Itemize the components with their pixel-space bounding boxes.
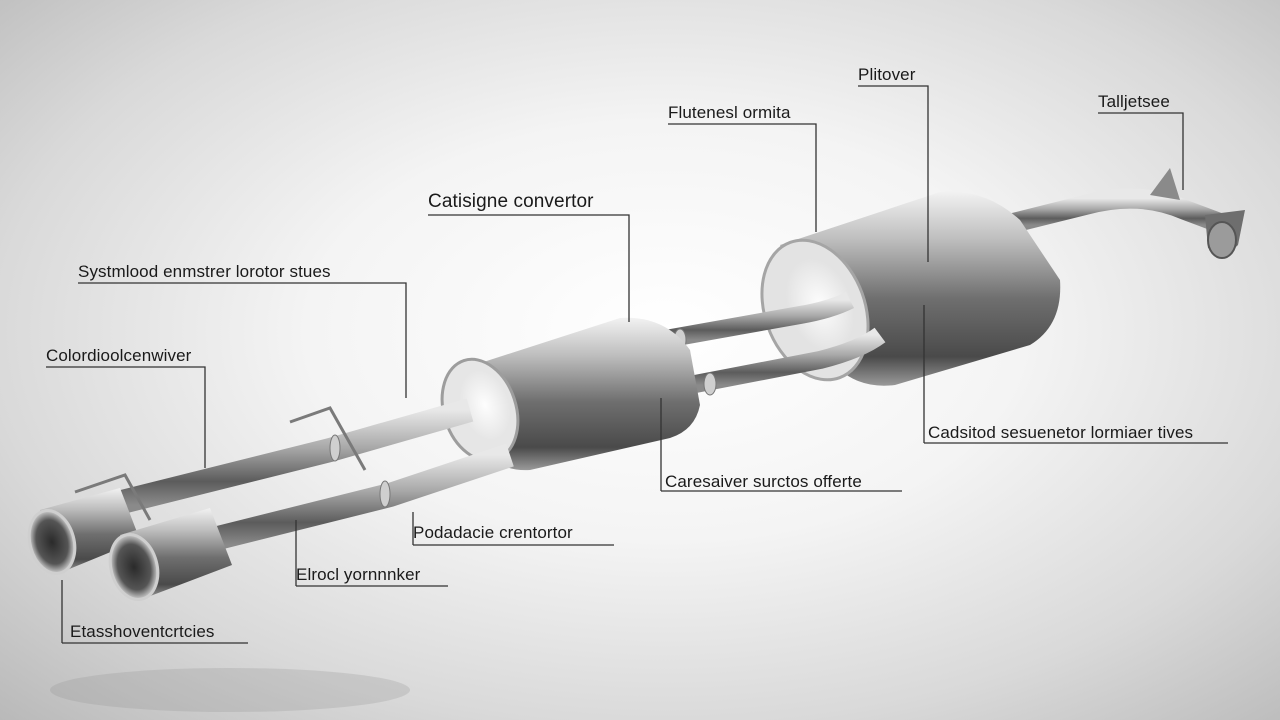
- label-system: Systmlood enmstrer lorotor stues: [78, 262, 331, 281]
- label-catalytic: Catisigne convertor: [428, 191, 594, 212]
- leader-lines: [46, 85, 1228, 644]
- catalytic-converter: [440, 317, 700, 471]
- label-coldirect: Colordioolcenwiver: [46, 346, 192, 365]
- label-etasso: Etasshoventcrtcies: [70, 622, 215, 641]
- label-tailpipe: Talljetsee: [1098, 92, 1170, 111]
- label-podadacie: Podadacie crentortor: [413, 523, 573, 542]
- label-plitover: Plitover: [858, 65, 916, 84]
- label-caresaiver: Caresaiver surctos offerte: [665, 472, 862, 491]
- label-cadsitod: Cadsitod sesuenetor lormiaer tives: [928, 423, 1194, 442]
- label-elrocl: Elrocl yornnnker: [296, 565, 421, 584]
- exhaust-tips: [27, 488, 232, 601]
- label-flutenesl: Flutenesl ormita: [668, 103, 791, 122]
- front-pipes: [74, 398, 514, 557]
- tailpipe-outlet: [995, 168, 1245, 259]
- floor-shadow: [50, 668, 410, 712]
